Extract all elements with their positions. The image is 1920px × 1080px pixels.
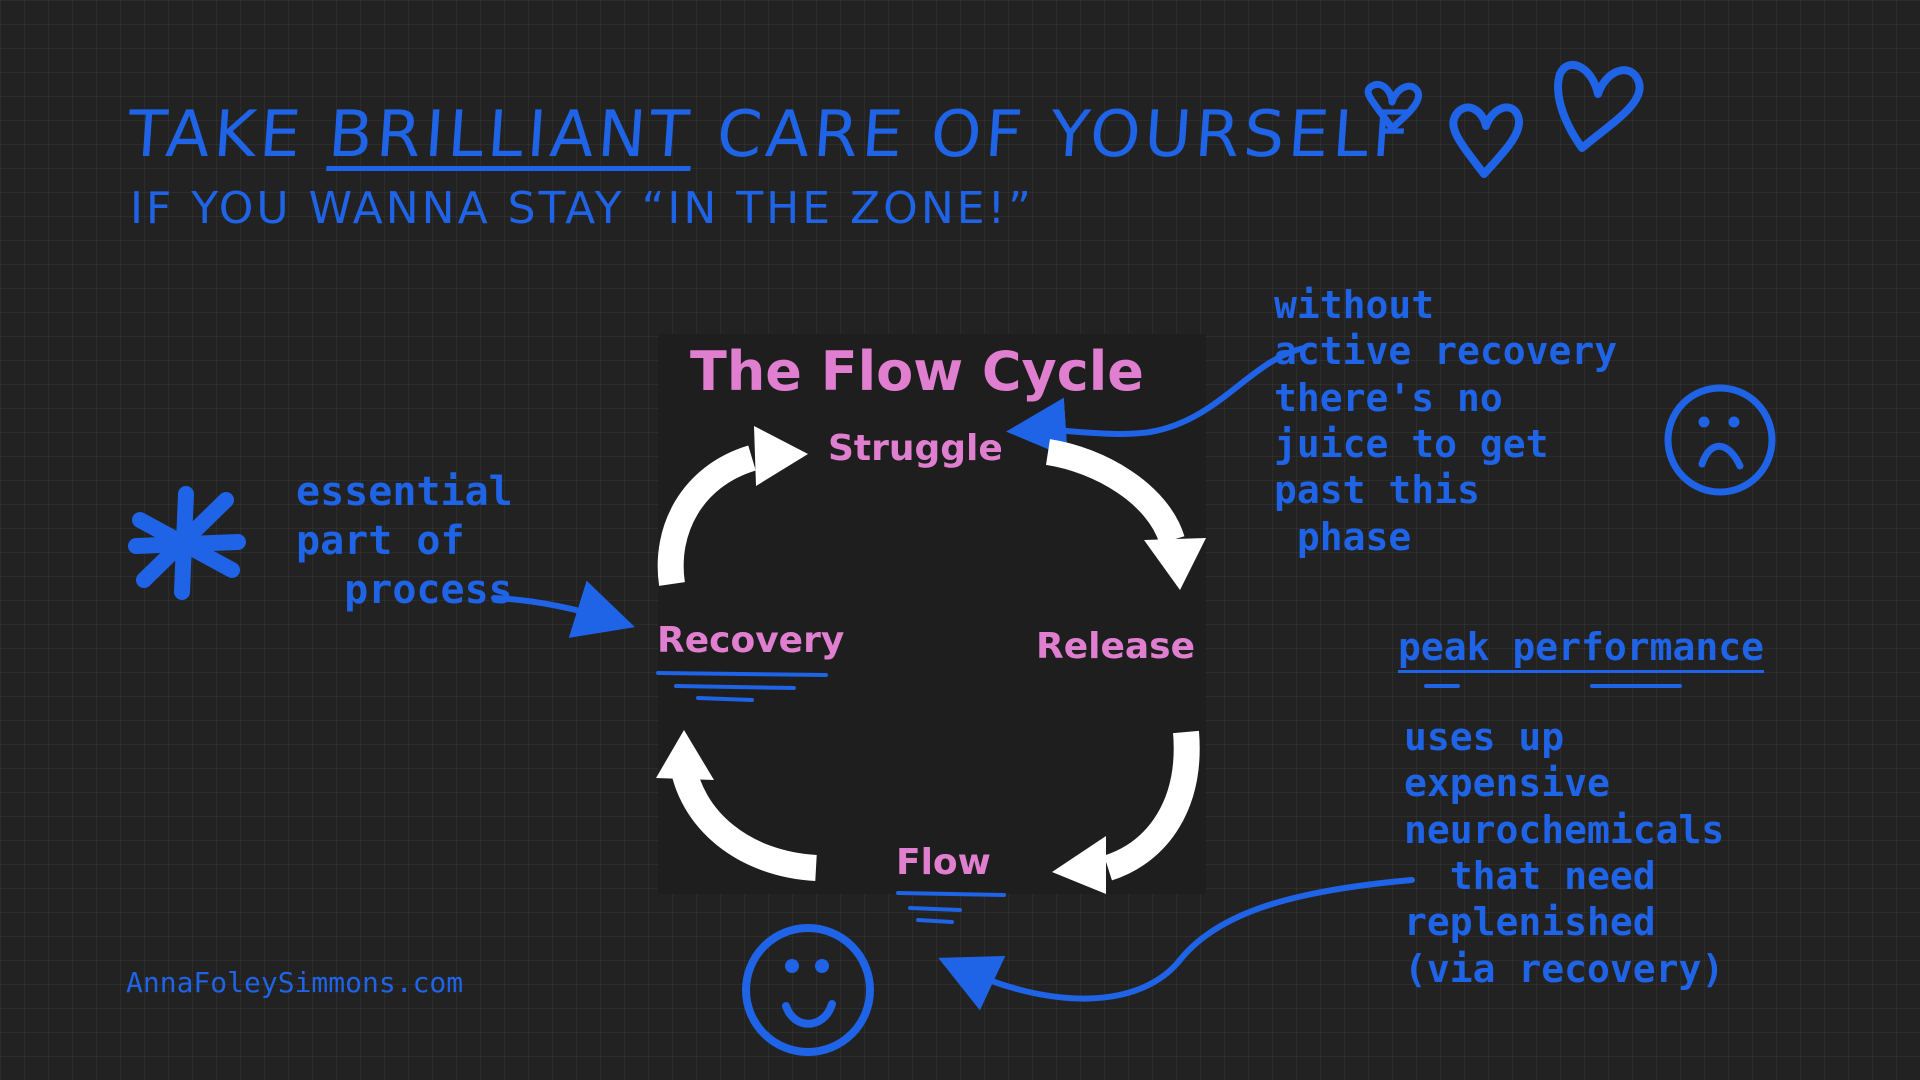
cycle-panel	[658, 334, 1206, 894]
stage-release: Release	[1036, 626, 1196, 667]
note-essential: essential part of process	[296, 469, 513, 613]
headline: TAKE BRILLIANT CARE OF YOURSELF	[125, 96, 1416, 174]
note-without-recovery: without active recovery there's no juice…	[1274, 283, 1618, 559]
sad-face-icon	[1664, 384, 1776, 496]
flow-underline	[896, 891, 1006, 924]
cycle-title: The Flow Cycle	[690, 340, 1144, 403]
headline-emphasis: BRILLIANT	[326, 98, 696, 172]
headline-part-2: CARE OF YOURSELF	[690, 98, 1416, 172]
subheadline: IF YOU WANNA STAY “IN THE ZONE!”	[130, 183, 1034, 234]
headline-part-1: TAKE	[125, 98, 332, 172]
heart-icon	[1554, 61, 1644, 152]
stage-recovery: Recovery	[657, 620, 845, 661]
note-peak-title: peak performance	[1398, 624, 1764, 670]
stage-struggle: Struggle	[828, 428, 1003, 469]
heart-icon	[1449, 103, 1524, 178]
note-peak-title-text: peak performance	[1398, 625, 1765, 669]
note-uses-up: uses up expensive neurochemicals that ne…	[1404, 715, 1725, 991]
stage-flow: Flow	[896, 842, 991, 883]
footer-site: AnnaFoleySimmons.com	[126, 966, 464, 999]
smiley-face-icon	[742, 924, 874, 1056]
asterisk-icon	[128, 486, 246, 600]
pointer-arrow-icon	[938, 877, 1415, 1011]
